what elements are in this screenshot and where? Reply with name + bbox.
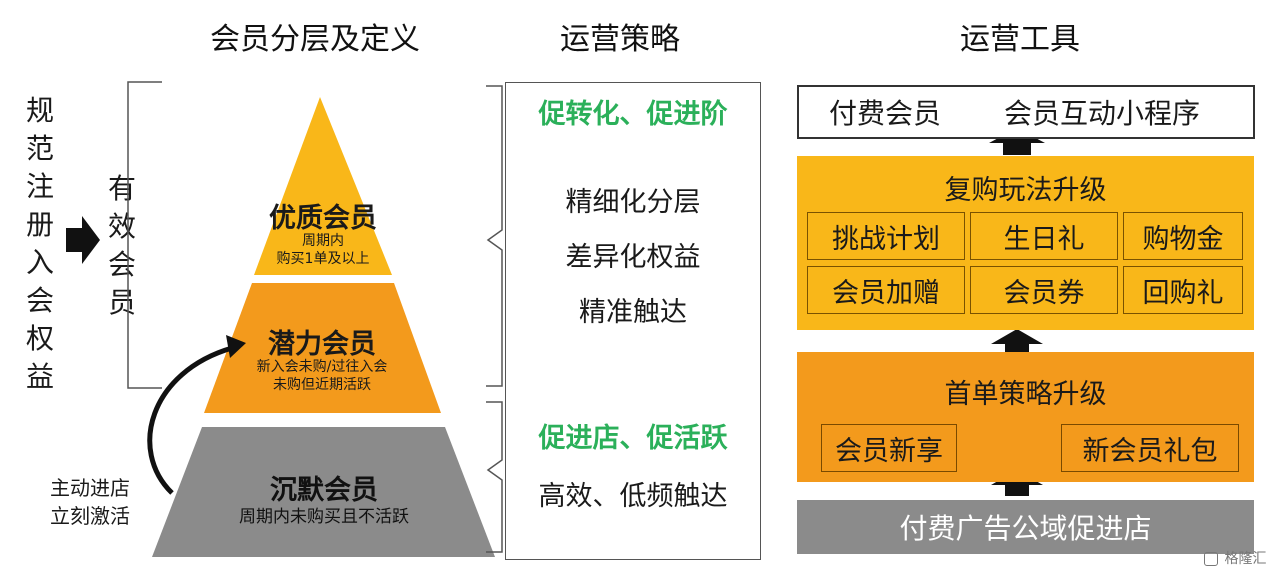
watermark-logo-icon (1204, 552, 1218, 566)
tools-top-box: 付费会员 会员互动小程序 (797, 85, 1255, 139)
right-arrow-icon (66, 216, 100, 264)
watermark: 格隆汇 (1204, 548, 1266, 568)
effective-label: 有效会员 (107, 172, 136, 319)
first-order-panel: 首单策略升级 会员新享 新会员礼包 (797, 352, 1254, 482)
strategy-item-3: 精准触达 (579, 297, 687, 328)
repurchase-cell-2: 生日礼 (970, 212, 1118, 260)
repurchase-cell-4: 会员加赠 (807, 266, 965, 314)
tier-top-title: 优质会员 (269, 203, 377, 234)
pyramid-bottom-shape (152, 427, 495, 557)
first-order-cell-1: 会员新享 (821, 424, 957, 472)
activate-label-2: 立刻激活 (50, 504, 130, 528)
member-miniprogram-label: 会员互动小程序 (1004, 97, 1201, 130)
paid-ads-panel: 付费广告公域促进店 (797, 500, 1254, 554)
repurchase-cell-5: 会员券 (970, 266, 1118, 314)
strategy-brace-upper (486, 85, 503, 387)
repurchase-cell-3: 购物金 (1123, 212, 1243, 260)
up-arrow-icon (991, 470, 1043, 496)
tier-bottom-title: 沉默会员 (270, 475, 378, 506)
watermark-text: 格隆汇 (1224, 551, 1267, 567)
tier-mid-sub2: 未购但近期活跃 (273, 377, 371, 393)
tier-bottom-sub: 周期内未购买且不活跃 (239, 507, 409, 527)
tier-top-sub1: 周期内 (302, 233, 344, 249)
register-label: 规范注册入会权益 (25, 94, 54, 393)
repurchase-cell-1: 挑战计划 (807, 212, 965, 260)
strategy-box (505, 82, 761, 560)
strategy-upper-goal: 促转化、促进阶 (538, 99, 728, 130)
header-tools: 运营工具 (960, 22, 1080, 57)
activation-arrowhead-icon (226, 335, 246, 358)
repurchase-panel: 复购玩法升级 挑战计划 生日礼 购物金 会员加赠 会员券 回购礼 (797, 156, 1254, 330)
strategy-lower-goal: 促进店、促活跃 (538, 423, 728, 454)
activate-label-1: 主动进店 (50, 476, 130, 500)
pyramid-top-shape (254, 97, 392, 275)
strategy-item-1: 精细化分层 (565, 187, 701, 218)
first-order-cell-2: 新会员礼包 (1061, 424, 1239, 472)
up-arrow-icon (989, 128, 1045, 155)
pyramid-mid-shape (204, 283, 441, 413)
header-tiers: 会员分层及定义 (210, 22, 420, 57)
first-order-title: 首单策略升级 (944, 379, 1107, 410)
up-arrow-icon (991, 329, 1043, 355)
strategy-item-2: 差异化权益 (565, 242, 701, 273)
tier-mid-title: 潜力会员 (268, 329, 376, 360)
tier-top-sub2: 购买1单及以上 (276, 251, 370, 267)
paid-membership-label: 付费会员 (829, 97, 942, 130)
repurchase-title: 复购玩法升级 (944, 175, 1107, 206)
strategy-brace-lower (486, 401, 503, 553)
strategy-lower-item: 高效、低频触达 (538, 481, 728, 512)
header-strategy: 运营策略 (560, 22, 680, 57)
effective-bracket (127, 81, 162, 389)
repurchase-cell-6: 回购礼 (1123, 266, 1243, 314)
activation-arrow (147, 345, 233, 495)
tier-mid-sub1: 新入会未购/过往入会 (256, 359, 388, 375)
